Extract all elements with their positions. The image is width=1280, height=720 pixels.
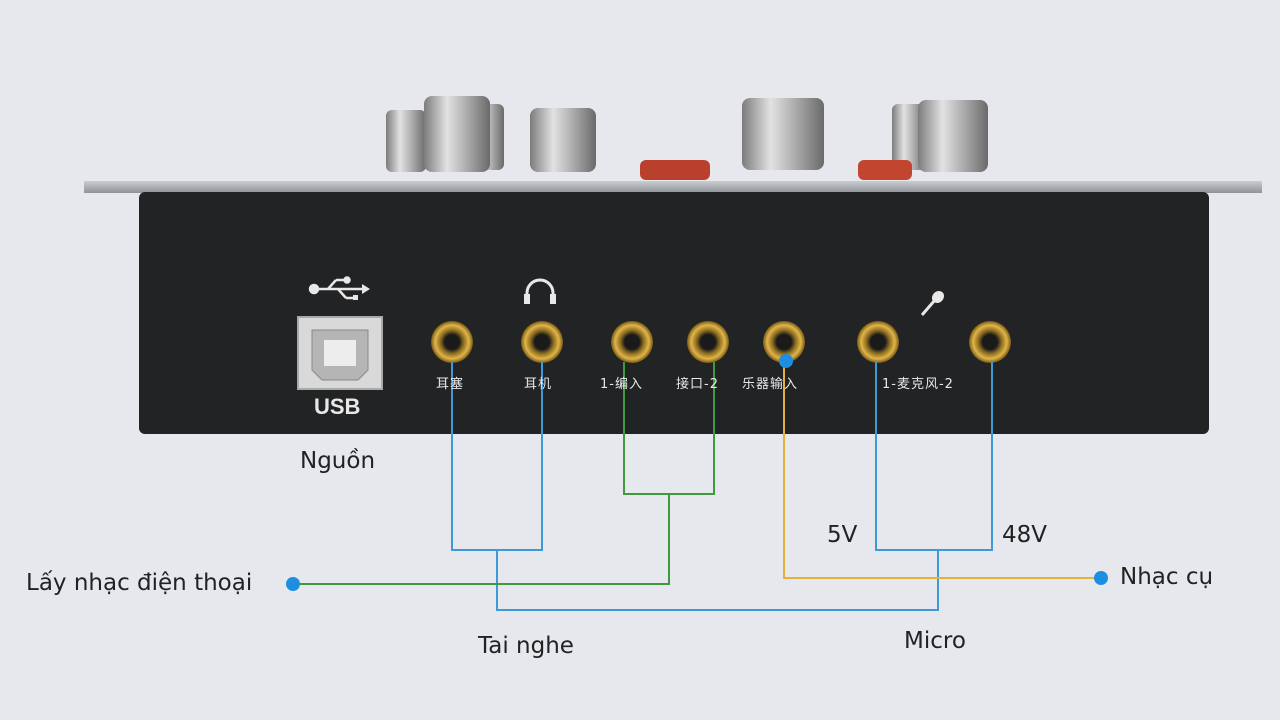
port-label-input-1: 1-编入 — [600, 377, 643, 392]
knob — [424, 96, 490, 172]
label-phone-music: Lấy nhạc điện thoại — [26, 570, 253, 596]
instrument-jack-dot — [779, 354, 793, 368]
knob — [892, 104, 926, 170]
label-instrument: Nhạc cụ — [1120, 564, 1214, 590]
top-plate — [84, 181, 1262, 193]
port-label-mic: 1-麦克风-2 — [882, 377, 954, 392]
jack-input-1 — [611, 321, 653, 363]
port-label-port-2: 接口-2 — [676, 377, 719, 392]
phone-music-wire — [293, 362, 715, 585]
mic-wire — [875, 362, 993, 551]
knob — [742, 98, 824, 170]
port-label-earbud: 耳塞 — [436, 377, 465, 392]
jack-headphone — [521, 321, 563, 363]
button-red — [640, 160, 710, 180]
instrument-dot — [1094, 571, 1108, 585]
instrument-wire — [783, 362, 1100, 579]
knob — [918, 100, 988, 172]
jack-mic-1 — [857, 321, 899, 363]
audio-jacks — [431, 321, 1011, 363]
port-label-headphone: 耳机 — [524, 377, 553, 392]
label-48v: 48V — [1002, 522, 1048, 548]
port-label-instrument: 乐器输入 — [742, 377, 799, 392]
jack-earbud — [431, 321, 473, 363]
phone-dot — [286, 577, 300, 591]
label-micro: Micro — [904, 628, 966, 654]
headphone-icon — [524, 278, 556, 304]
usb-icon — [308, 276, 370, 300]
headphone-wire — [451, 362, 939, 611]
device-body — [139, 192, 1209, 434]
knob — [530, 108, 596, 172]
jack-port-2 — [687, 321, 729, 363]
label-5v: 5V — [827, 522, 858, 548]
jack-instrument — [763, 321, 805, 363]
jack-mic-2 — [969, 321, 1011, 363]
knobs — [386, 96, 988, 180]
label-power: Nguồn — [300, 448, 376, 474]
button-red — [858, 160, 912, 180]
knob — [386, 110, 426, 172]
usb-text: USB — [314, 394, 361, 419]
usb-port — [297, 316, 383, 390]
microphone-icon — [920, 290, 945, 316]
label-headphones: Tai nghe — [478, 633, 574, 659]
